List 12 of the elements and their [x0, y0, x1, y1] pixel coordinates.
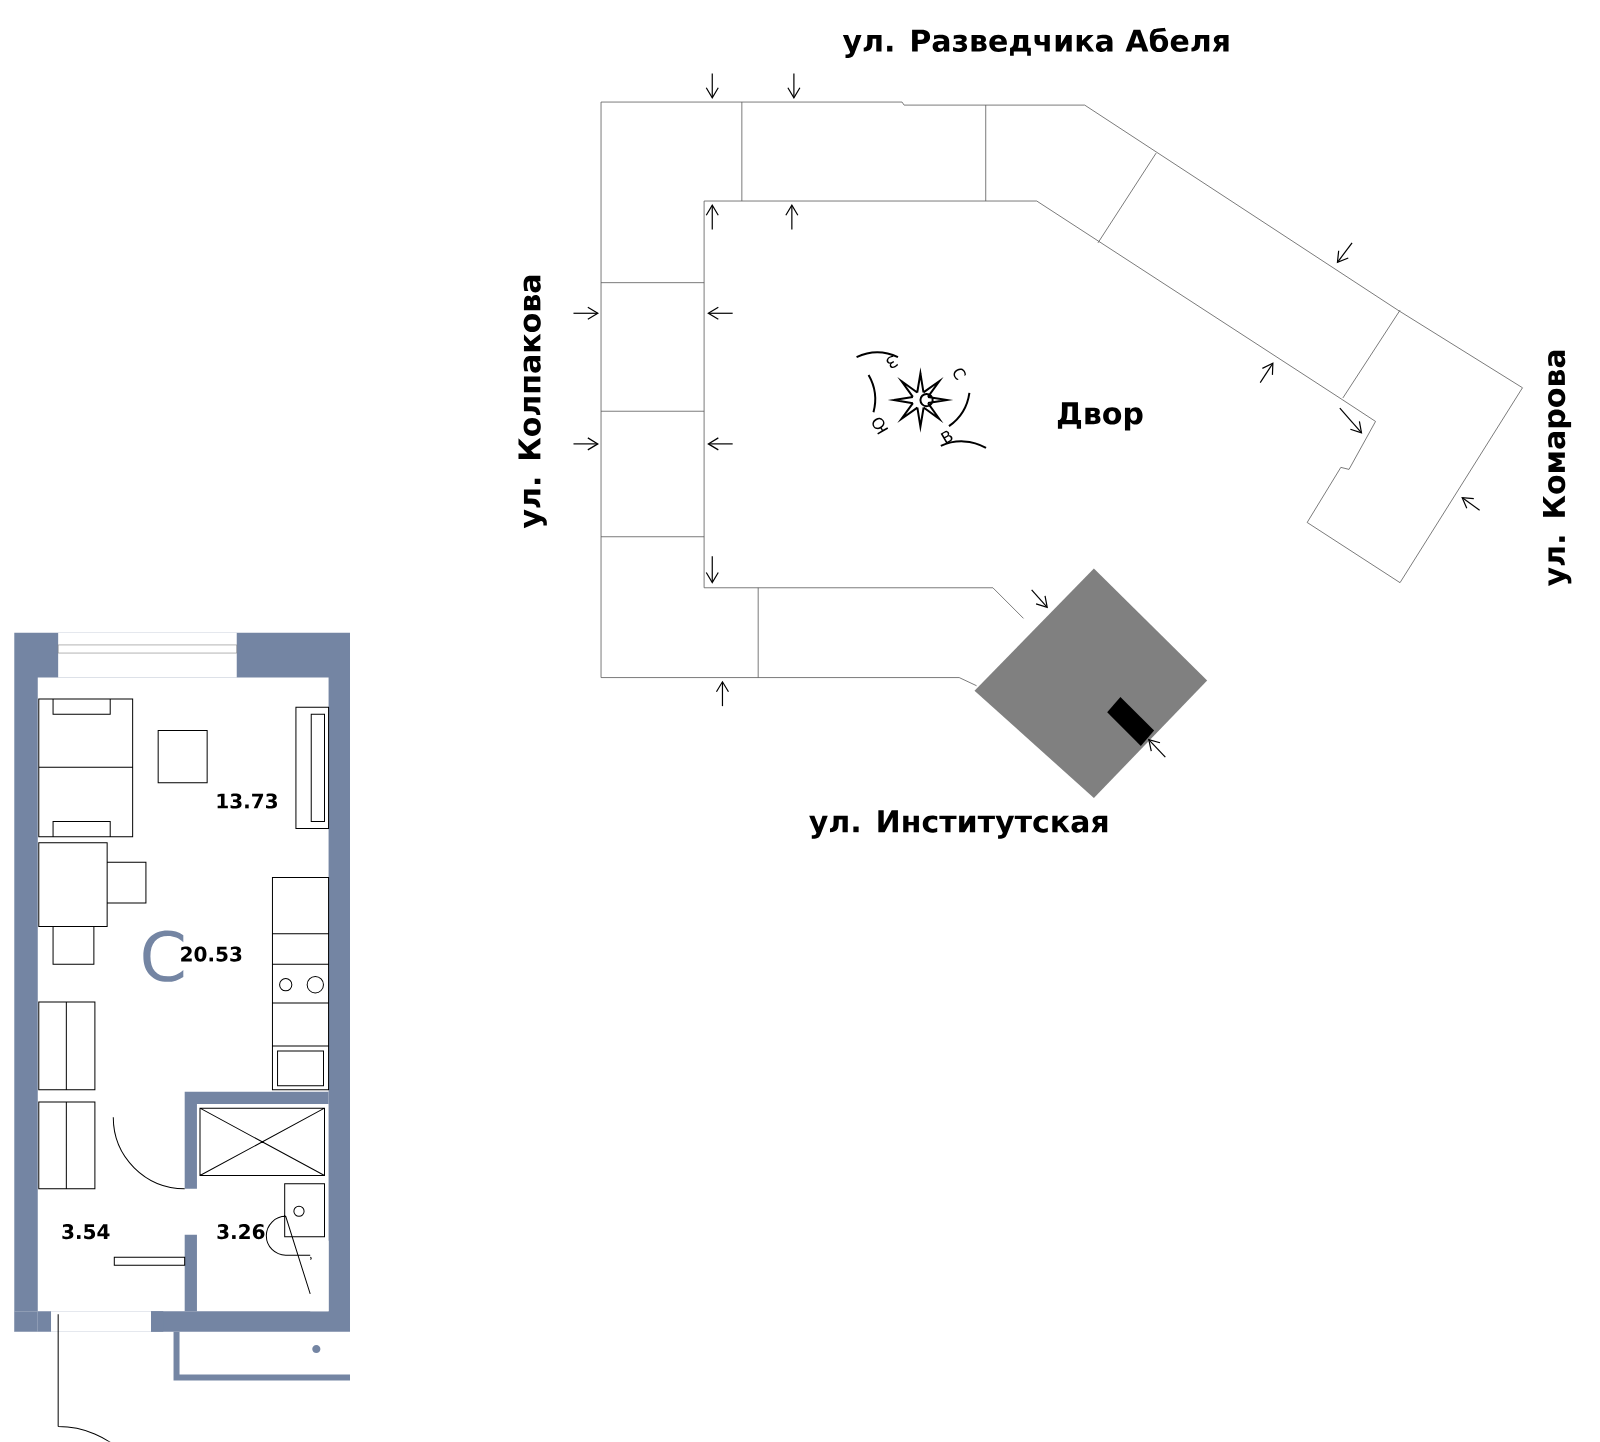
street-name: ул. Колпакова — [518, 275, 547, 529]
compass-letter: В — [940, 430, 953, 444]
area-label: 13.73 — [217, 793, 277, 809]
courtyard-label: Двор — [1057, 402, 1143, 431]
compass-letter: З — [886, 355, 898, 369]
street-name: ул. Комарова — [1543, 350, 1572, 587]
compass-letter: Ю — [872, 417, 889, 435]
compass-letter: С — [953, 368, 966, 381]
area-label: 3.54 — [62, 1224, 110, 1240]
street-name: ул. Институтская — [809, 810, 1108, 839]
street-name: ул. Разведчика Абеля — [842, 27, 1229, 59]
area-label: 3.26 — [217, 1224, 265, 1240]
